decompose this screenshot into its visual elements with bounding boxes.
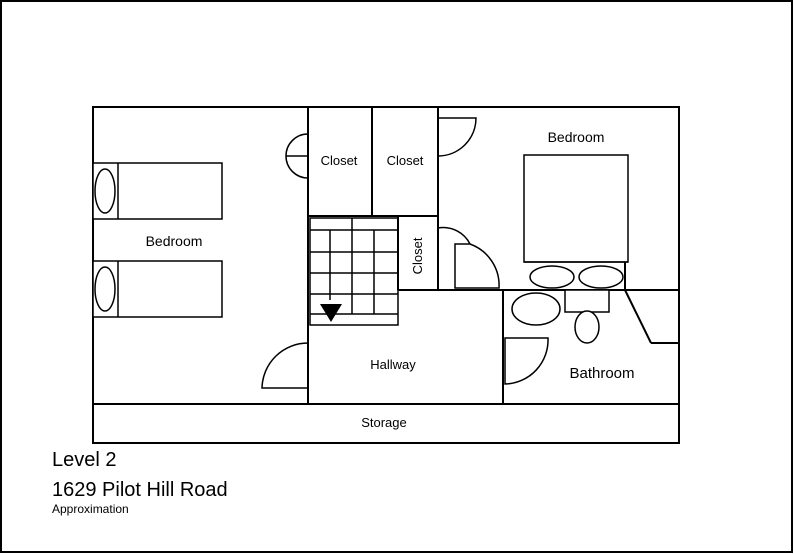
toilet (564, 289, 610, 344)
left-bedroom-door (261, 342, 309, 389)
room-label-closet-1: Closet (321, 153, 358, 168)
room-label-closet-2: Closet (387, 153, 424, 168)
level-caption: Level 2 (52, 449, 117, 471)
twin-bed-lower (92, 260, 223, 318)
room-label-bedroom-right: Bedroom (548, 129, 605, 145)
room-label-storage: Storage (361, 415, 407, 430)
closet-door-right (437, 117, 477, 157)
right-bedroom-closet-wall (624, 289, 652, 344)
address-caption: 1629 Pilot Hill Road (52, 479, 228, 501)
stairs (309, 217, 399, 326)
room-label-bedroom-left: Bedroom (146, 233, 203, 249)
right-bedroom-door (454, 243, 500, 289)
double-bed (523, 154, 629, 289)
room-label-hallway: Hallway (370, 357, 416, 372)
stairs-down-arrow-icon (320, 304, 342, 322)
bathroom-door (504, 337, 549, 385)
room-label-closet-3: Closet (410, 237, 425, 274)
room-label-bathroom: Bathroom (569, 365, 634, 382)
bathroom-sink (511, 292, 561, 326)
closet-door-left (285, 133, 309, 179)
small-closet-door (437, 226, 471, 245)
approximation-note: Approximation (52, 502, 129, 516)
twin-bed-upper (92, 162, 223, 220)
